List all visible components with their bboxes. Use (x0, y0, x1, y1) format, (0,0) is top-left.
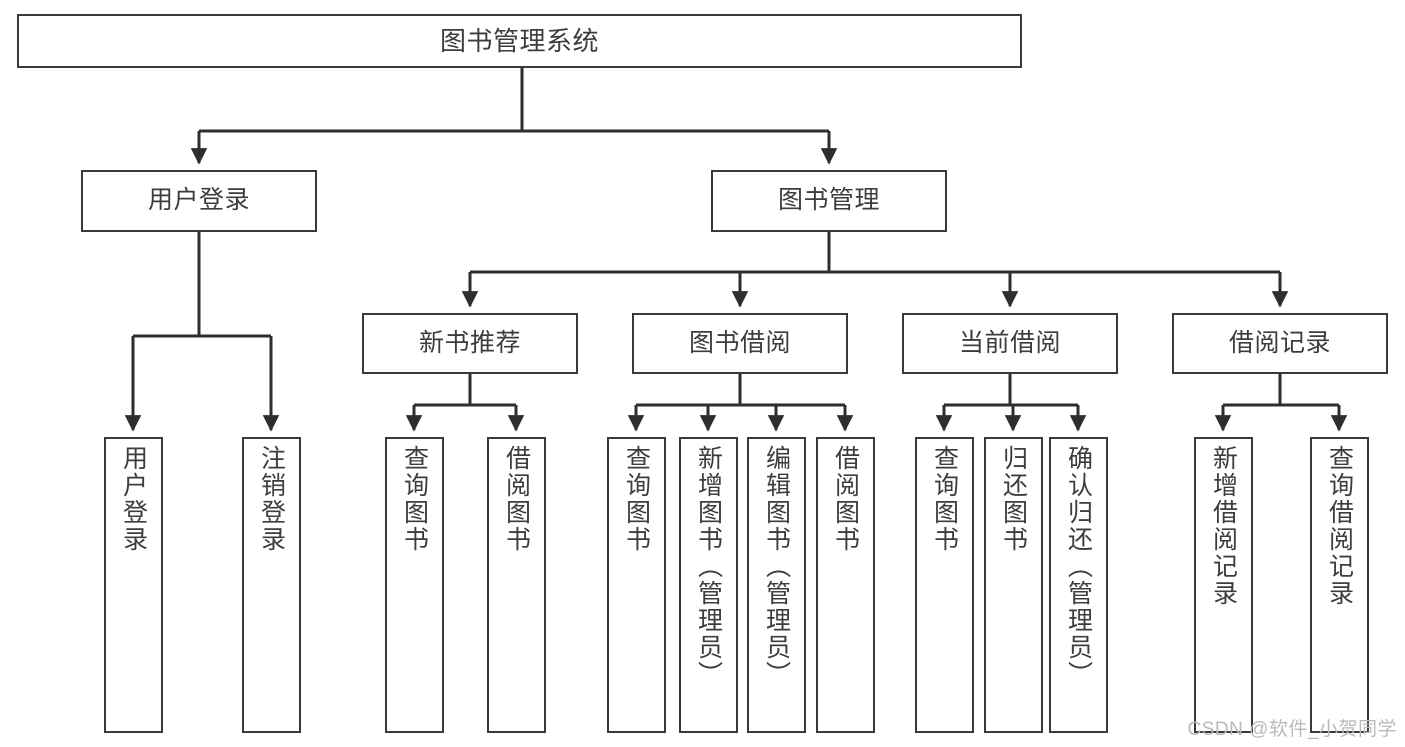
node-label: 新书推荐 (418, 328, 521, 357)
node-label: 借阅记录 (1228, 328, 1331, 357)
node-label: 新增借阅记录 (1209, 445, 1238, 607)
node-label: 确认归还（管理员） (1064, 445, 1093, 688)
node-leaf-add-book-admin[interactable]: 新增图书（管理员） (679, 437, 738, 733)
node-label: 图书管理系统 (439, 25, 599, 56)
node-leaf-user-login[interactable]: 用户登录 (104, 437, 163, 733)
node-leaf-edit-book-admin[interactable]: 编辑图书（管理员） (747, 437, 806, 733)
node-label: 借阅图书 (502, 445, 531, 553)
node-leaf-query-book-current[interactable]: 查询图书 (915, 437, 974, 733)
node-label: 编辑图书（管理员） (762, 445, 791, 688)
node-book-borrow[interactable]: 图书借阅 (632, 313, 848, 374)
node-leaf-query-borrow-record[interactable]: 查询借阅记录 (1310, 437, 1369, 733)
node-label: 当前借阅 (958, 328, 1061, 357)
node-leaf-borrow-book-recommend[interactable]: 借阅图书 (487, 437, 546, 733)
node-label: 注销登录 (257, 445, 286, 553)
node-label: 借阅图书 (831, 445, 860, 553)
node-leaf-borrow-book[interactable]: 借阅图书 (816, 437, 875, 733)
node-label: 图书借阅 (688, 328, 791, 357)
node-label: 用户登录 (147, 186, 250, 215)
node-leaf-user-logout[interactable]: 注销登录 (242, 437, 301, 733)
node-user-login[interactable]: 用户登录 (81, 170, 317, 232)
node-leaf-query-book-borrow[interactable]: 查询图书 (607, 437, 666, 733)
node-label: 新增图书（管理员） (694, 445, 723, 688)
node-current-borrow[interactable]: 当前借阅 (902, 313, 1118, 374)
node-leaf-query-book-recommend[interactable]: 查询图书 (385, 437, 444, 733)
node-label: 查询借阅记录 (1325, 445, 1354, 607)
node-new-book-recommend[interactable]: 新书推荐 (362, 313, 578, 374)
node-borrow-record[interactable]: 借阅记录 (1172, 313, 1388, 374)
node-root-book-management-system[interactable]: 图书管理系统 (17, 14, 1022, 68)
node-leaf-add-borrow-record[interactable]: 新增借阅记录 (1194, 437, 1253, 733)
csdn-watermark: CSDN @软件_小贺同学 (1187, 719, 1397, 740)
node-label: 查询图书 (622, 445, 651, 553)
node-book-manage[interactable]: 图书管理 (711, 170, 947, 232)
node-label: 用户登录 (119, 445, 148, 553)
node-leaf-confirm-return-admin[interactable]: 确认归还（管理员） (1049, 437, 1108, 733)
node-leaf-return-book[interactable]: 归还图书 (984, 437, 1043, 733)
node-label: 归还图书 (999, 445, 1028, 553)
node-label: 查询图书 (930, 445, 959, 553)
node-label: 查询图书 (400, 445, 429, 553)
node-label: 图书管理 (777, 186, 880, 215)
